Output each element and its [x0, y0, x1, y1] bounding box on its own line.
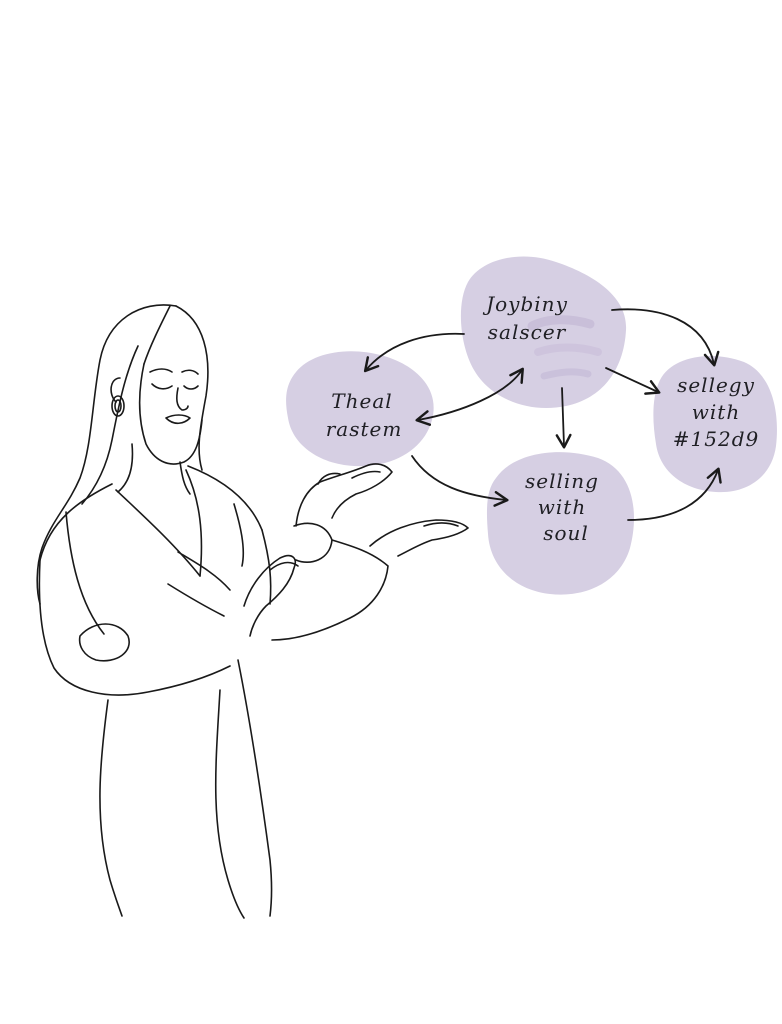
hand-upper	[295, 463, 393, 527]
labels: Joybiny salscer Theal rastem selling wit…	[326, 292, 759, 545]
jacket-fold-2	[177, 551, 231, 591]
arrow-left-top-bidirectional	[415, 367, 524, 426]
collar-right	[185, 469, 203, 577]
arrow-left-to-center	[411, 455, 509, 507]
hand-chest	[243, 554, 296, 637]
nose	[176, 387, 189, 411]
hair-right-strand	[175, 305, 209, 471]
hand-lower	[369, 519, 469, 557]
eyebrow-right	[181, 369, 199, 375]
hand-upper-fingers	[351, 470, 381, 479]
right-sleeve-cuff	[293, 522, 333, 564]
node-right-line1: sellegy	[677, 373, 755, 397]
ear	[110, 377, 121, 403]
woman-illustration	[36, 304, 469, 919]
hand-lower-fingers	[423, 522, 459, 527]
neck-left	[117, 443, 134, 493]
lips	[165, 414, 191, 425]
node-right-line3: #152d9	[673, 427, 759, 451]
hand-chest-fingers	[269, 561, 299, 571]
skirt-right	[237, 659, 273, 917]
shoulder-right	[187, 465, 263, 531]
leg-split	[214, 689, 245, 919]
node-center-line3: soul	[543, 521, 589, 545]
node-center-line2: with	[538, 495, 586, 519]
earring-inner-icon	[114, 399, 122, 413]
arrow-top-to-left	[363, 332, 465, 373]
arrow-top-to-center	[555, 387, 572, 449]
eyebrow-left	[149, 368, 173, 373]
blob-right	[653, 356, 777, 493]
blob-center	[486, 452, 635, 595]
node-left-line2: rastem	[326, 417, 403, 441]
blob-left	[286, 351, 434, 467]
arrows	[363, 308, 722, 521]
left-sleeve	[38, 559, 231, 696]
node-center-line1: selling	[525, 469, 599, 493]
left-sleeve-inner	[65, 511, 105, 635]
arrow-top-to-right-lower	[605, 367, 661, 395]
jacket-fold-1	[167, 583, 225, 617]
cuff-left	[78, 623, 130, 662]
face-outline	[138, 363, 203, 465]
collar-left	[115, 489, 201, 577]
hair-outline	[36, 304, 177, 605]
skirt-left	[99, 699, 123, 917]
jacket-dart	[233, 503, 245, 567]
node-left-line1: Theal	[331, 389, 392, 413]
node-top-line2: salscer	[488, 320, 567, 344]
right-forearm	[271, 539, 389, 641]
neck-right	[179, 461, 191, 495]
brush-marks	[527, 315, 602, 380]
arrow-center-to-right	[627, 467, 722, 521]
earring-icon	[111, 395, 125, 417]
eye-right-closed	[183, 385, 199, 390]
node-right-line2: with	[692, 400, 740, 424]
node-top-line1: Joybiny	[482, 292, 568, 316]
hair-inner-left	[81, 345, 139, 505]
shoulder-left	[39, 483, 113, 561]
hair-part	[143, 305, 171, 365]
arrow-top-to-right	[611, 308, 720, 367]
eye-left-closed	[151, 383, 173, 390]
hand-upper-thumb	[317, 472, 341, 485]
